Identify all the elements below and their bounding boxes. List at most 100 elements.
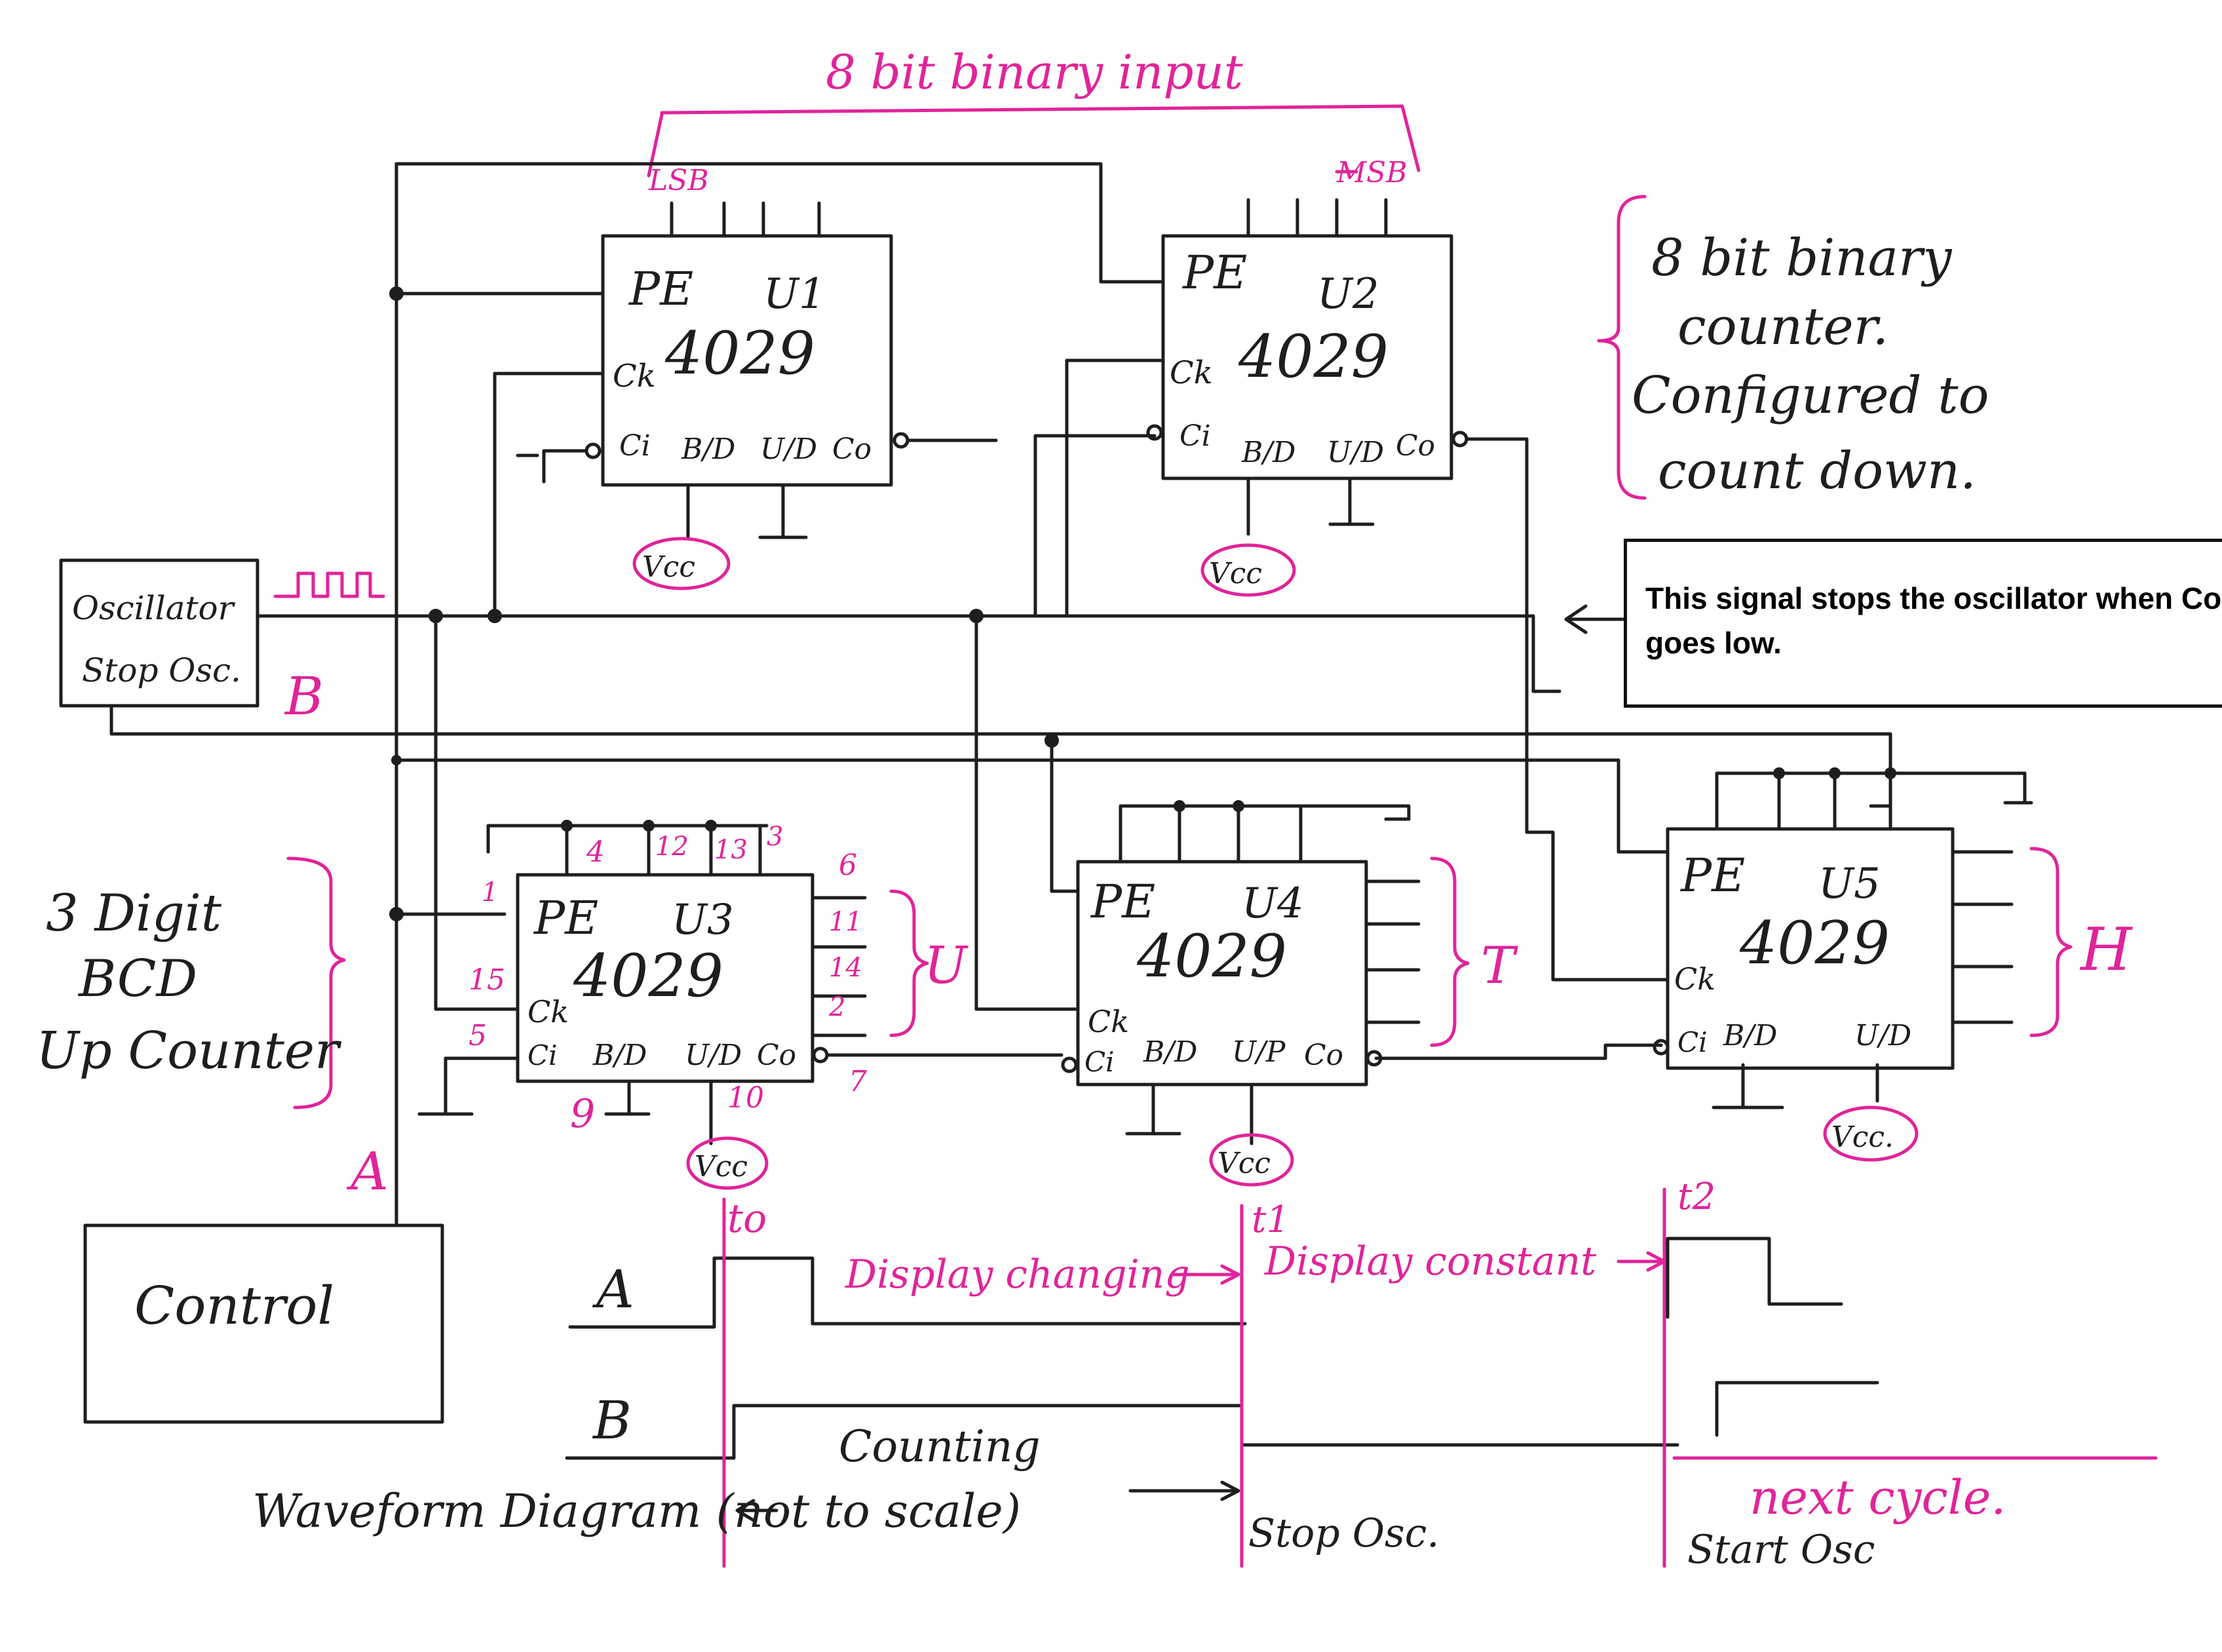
- counter-note-line1: 8 bit binary: [1651, 229, 1952, 288]
- pin-number: 6: [839, 849, 857, 882]
- u4-pin-up: U/P: [1232, 1035, 1286, 1069]
- lsb-label: LSB: [648, 164, 709, 197]
- u3-pin-ck: Ck: [527, 994, 569, 1029]
- counter-note-line2: counter.: [1677, 298, 1888, 356]
- oscillator-stop-label: Stop Osc.: [82, 651, 241, 689]
- counter-note-line3: Configured to: [1632, 366, 1989, 425]
- chip-u3: PE U3 4029 Ck Ci B/D U/D Co Vcc: [516, 873, 867, 1190]
- u1-name: U1: [763, 270, 826, 318]
- u1-pin-ck: Ck: [613, 358, 656, 394]
- chip-u2: PE U2 4029 Ck Ci B/D U/D Co Vcc: [1146, 198, 1468, 597]
- counter-note-line4: count down.: [1658, 442, 1976, 501]
- trace-a-label: A: [592, 1259, 634, 1320]
- u3-part: 4029: [573, 942, 723, 1010]
- display-changing-arrow: [1171, 1264, 1240, 1285]
- u3-vcc: Vcc: [695, 1150, 748, 1183]
- u4-pin-ci: Ci: [1084, 1046, 1115, 1078]
- signal-b-label: B: [284, 666, 324, 727]
- oscillator-label: Oscillator: [72, 589, 236, 627]
- chip-u5: PE U5 4029 Ck Ci B/D U/D Vcc.: [1653, 827, 2014, 1162]
- u3-pin-ud: U/D: [685, 1039, 742, 1072]
- display-constant-arrow: [1617, 1251, 1666, 1272]
- trace-a: [568, 1237, 1843, 1329]
- counting-arrow-right: [1128, 1480, 1240, 1501]
- start-osc-label: Start Osc: [1687, 1527, 1875, 1573]
- chip-u1: PE U1 4029 Ck Ci B/D U/D Co Vcc: [584, 201, 910, 590]
- u5-pin-bd: B/D: [1723, 1019, 1777, 1052]
- digit-label-h: H: [2079, 915, 2133, 984]
- pin-number: 5: [469, 1019, 487, 1052]
- waveform-diagram: A B to t1 t2 Display changing Display co…: [252, 1176, 2158, 1573]
- u2-pin-bd: B/D: [1241, 436, 1295, 469]
- pin-number: 12: [655, 832, 689, 862]
- u1-part: 4029: [664, 319, 815, 388]
- pin-number: 3: [767, 822, 783, 852]
- u1-pin-bd: B/D: [681, 432, 735, 466]
- control-label: Control: [134, 1275, 334, 1336]
- u4-part: 4029: [1136, 922, 1287, 991]
- display-constant-label: Display constant: [1264, 1239, 1597, 1284]
- digit-label-u: U: [924, 936, 968, 995]
- pin-number: 1: [482, 877, 498, 908]
- u3-pin-numbers: 4 12 13 3 1 15 5 6 11 14 2 9 10 7: [469, 822, 867, 1137]
- pin-number: 10: [727, 1081, 764, 1115]
- display-changing-label: Display changing: [845, 1252, 1190, 1297]
- callout-arrow: [1564, 604, 1626, 634]
- control-box: [83, 1223, 444, 1424]
- u1-pin-co: Co: [832, 432, 872, 466]
- bcd-note-line3: Up Counter: [36, 1022, 342, 1081]
- signal-a-label: A: [346, 1141, 389, 1202]
- trace-b-label: B: [592, 1390, 632, 1451]
- header-label: 8 bit binary input: [826, 45, 1244, 100]
- digit-brace-h: [2029, 847, 2073, 1037]
- next-cycle-label: next cycle.: [1750, 1470, 2006, 1525]
- u5-pin-ci: Ci: [1677, 1026, 1708, 1058]
- u2-pe-label: PE: [1181, 246, 1247, 299]
- header-bracket: [647, 104, 1421, 178]
- time-label-t1: t1: [1252, 1199, 1290, 1241]
- u2-part: 4029: [1238, 322, 1389, 391]
- pin-number: 14: [829, 953, 862, 983]
- pin-number: 4: [586, 836, 605, 869]
- wiring: [109, 162, 2033, 1227]
- digit-label-t: T: [1481, 936, 1518, 995]
- pin-number: 13: [714, 835, 748, 865]
- u2-pin-ck: Ck: [1170, 355, 1213, 391]
- u5-pin-ud: U/D: [1854, 1019, 1911, 1052]
- u3-pin-ci: Ci: [527, 1039, 558, 1071]
- counting-label: Counting: [839, 1421, 1041, 1472]
- u5-pin-ck: Ck: [1674, 961, 1715, 997]
- u1-pin-ud: U/D: [760, 432, 817, 466]
- u5-name: U5: [1818, 860, 1881, 908]
- u3-pin-bd: B/D: [592, 1039, 647, 1072]
- chip-u4: PE U4 4029 Ck Ci B/D U/P Co Vcc: [1061, 860, 1421, 1187]
- u4-vcc: Vcc: [1217, 1147, 1271, 1180]
- stop-osc-label: Stop Osc.: [1248, 1510, 1439, 1556]
- u2-pin-ci: Ci: [1179, 419, 1211, 453]
- callout-text: This signal stops the oscillator when Co…: [1645, 581, 2222, 660]
- waveform-title: Waveform Diagram (not to scale): [252, 1484, 1021, 1538]
- u1-vcc: Vcc: [642, 550, 695, 584]
- u4-pe-label: PE: [1090, 875, 1155, 929]
- u4-pin-co: Co: [1304, 1039, 1343, 1072]
- bcd-brace: [286, 856, 346, 1109]
- digit-brace-t: [1430, 856, 1470, 1047]
- u2-vcc: Vcc: [1209, 557, 1262, 590]
- u5-part: 4029: [1739, 909, 1890, 978]
- pin-number: 11: [829, 907, 862, 937]
- pin-number: 7: [849, 1065, 867, 1098]
- u1-pe-label: PE: [628, 262, 693, 316]
- pin-number: 2: [828, 992, 845, 1022]
- pin-number: 9: [570, 1091, 595, 1137]
- u2-name: U2: [1317, 270, 1379, 318]
- counter-brace: [1597, 195, 1647, 500]
- digit-brace-u: [889, 889, 929, 1037]
- pin-number: 15: [469, 963, 505, 997]
- u3-name: U3: [672, 896, 734, 944]
- u4-name: U4: [1242, 879, 1304, 928]
- msb-label: MSB: [1336, 156, 1408, 189]
- u1-pin-ci: Ci: [619, 429, 651, 463]
- u2-pin-ud: U/D: [1327, 436, 1384, 469]
